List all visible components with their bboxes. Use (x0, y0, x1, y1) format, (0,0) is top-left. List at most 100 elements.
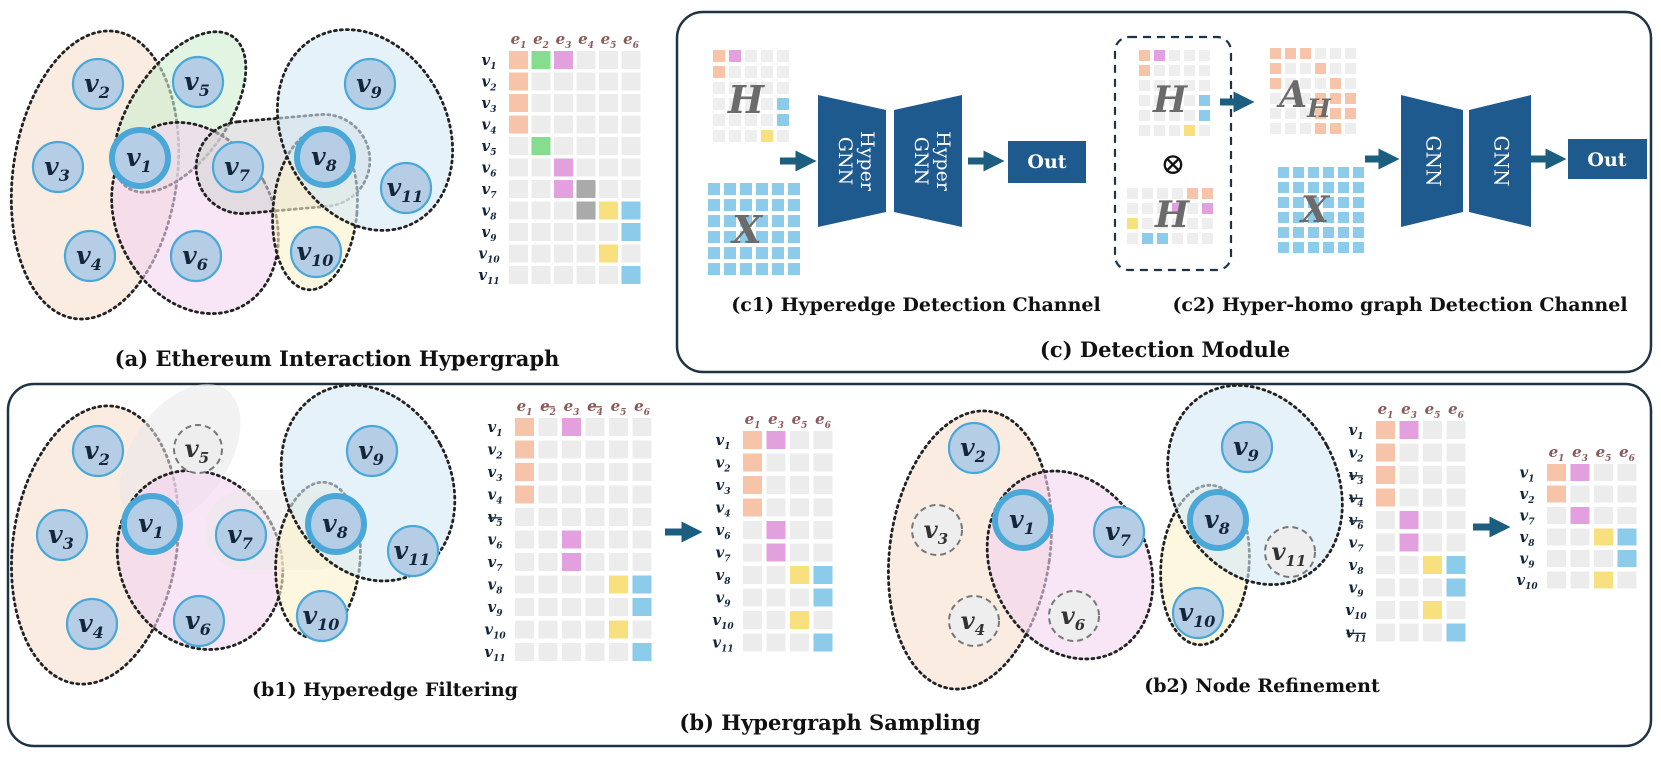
matrix-cell (1323, 197, 1334, 208)
matrix-cell (1199, 95, 1210, 106)
incidence-cell-empty (1594, 464, 1613, 481)
matrix-cell (1169, 65, 1180, 76)
matrix-cell (1338, 182, 1349, 193)
column-header-e5: e5 (1596, 443, 1612, 464)
matrix-cell (1323, 167, 1334, 178)
node-label: v8 (311, 142, 337, 175)
column-header-e6: e6 (634, 397, 651, 418)
matrix-symbol: H (727, 77, 765, 122)
matrix-cell (761, 98, 773, 110)
incidence-cell-empty (515, 620, 534, 639)
incidence-cell-empty (1446, 533, 1466, 552)
matrix-cell (788, 183, 800, 195)
matrix-cell (1169, 110, 1180, 121)
caption-b2: (b2) Node Refinement (1144, 675, 1380, 697)
incidence-cell-empty (609, 463, 628, 481)
matrix-cell (1330, 93, 1341, 104)
matrix-cell (1330, 78, 1341, 89)
incidence-cell-filled (1376, 421, 1395, 439)
node-circle (211, 140, 265, 194)
matrix-cell (740, 263, 752, 275)
matrix-cell (1139, 65, 1150, 76)
gnn-block-1 (1401, 95, 1463, 227)
matrix-cell (788, 215, 800, 227)
node-circle (65, 597, 119, 651)
incidence-cell-empty (515, 508, 534, 526)
incidence-cell-empty (632, 418, 652, 436)
incidence-cell-empty (538, 508, 558, 526)
incidence-cell-empty (531, 94, 551, 112)
matrix-cell (777, 66, 789, 78)
row-header-v6: v6 (1349, 511, 1365, 532)
incidence-cell-empty (621, 244, 641, 263)
matrix-cell (1270, 63, 1281, 74)
matrix-cell (1278, 167, 1289, 178)
matrix-cell (772, 199, 784, 211)
matrix-cell (1300, 48, 1311, 59)
matrix-cell (724, 247, 736, 259)
matrix-cell (1345, 123, 1356, 134)
incidence-cell-filled (599, 201, 618, 220)
incidence-cell-empty (538, 485, 558, 504)
matrix-cell (1202, 218, 1213, 229)
column-header-e2: e2 (540, 397, 556, 418)
matrix-cell (1184, 65, 1195, 76)
matrix-cell (1199, 110, 1210, 121)
node-label: v5 (185, 434, 209, 467)
row-header-v2: v2 (716, 454, 731, 475)
matrix-cell (1338, 197, 1349, 208)
node-label: v6 (182, 241, 208, 274)
matrix-cell (713, 114, 725, 126)
row-header-v10: v10 (712, 611, 734, 632)
incidence-cell-empty (585, 463, 605, 481)
matrix-cell (1308, 197, 1319, 208)
matrix-cell (1157, 188, 1168, 199)
row-header-v10: v10 (484, 621, 506, 642)
matrix-cell (1353, 197, 1364, 208)
incidence-cell-filled (576, 201, 596, 220)
sampling-frame (6, 382, 1653, 748)
matrix-cell (713, 82, 725, 94)
incidence-cell-empty (790, 633, 809, 652)
node-label: v4 (76, 241, 102, 274)
caption-b1: (b1) Hyperedge Filtering (252, 679, 518, 701)
incidence-cell-empty (621, 158, 641, 177)
node-v5: v5 (171, 55, 225, 109)
incidence-cell-filled (515, 440, 534, 459)
matrix-cell (777, 82, 789, 94)
node-label: v8 (1204, 505, 1230, 538)
column-header-e2: e2 (533, 30, 549, 51)
matrix-cell (1270, 78, 1281, 89)
incidence-cell-empty (813, 611, 833, 629)
matrix-cell (756, 215, 768, 227)
gnn-label-2: GNN (1490, 136, 1514, 187)
incidence-cell-empty (599, 223, 618, 241)
incidence-cell-empty (509, 266, 528, 284)
matrix-cell (1278, 227, 1289, 238)
incidence-cell-filled (576, 180, 596, 198)
incidence-cell-empty (1446, 488, 1466, 507)
matrix-symbol: H (1152, 79, 1188, 121)
row-header-v9: v9 (1520, 549, 1536, 570)
incidence-cell-filled (766, 521, 786, 539)
node-label: v10 (297, 237, 334, 270)
matrix-cell (1139, 50, 1150, 61)
h-otimes-h-box (1113, 35, 1233, 272)
incidence-cell-empty (632, 620, 652, 639)
incidence-cell-empty (531, 158, 551, 177)
column-header-e5: e5 (601, 30, 617, 51)
incidence-cell-empty (554, 266, 573, 284)
incidence-cell-filled (621, 201, 641, 220)
node-circle (305, 493, 367, 555)
node-label: v4 (961, 606, 985, 639)
hypergnn-label-2: HyperGNN (910, 131, 954, 192)
incidence-cell-empty (562, 508, 581, 526)
row-header-v1: v1 (716, 431, 731, 452)
matrix-cell (1308, 242, 1319, 253)
row-header-v3: v3 (1349, 466, 1364, 487)
matrix-cell (1345, 48, 1356, 59)
node-v6: v6 (1048, 590, 1100, 642)
